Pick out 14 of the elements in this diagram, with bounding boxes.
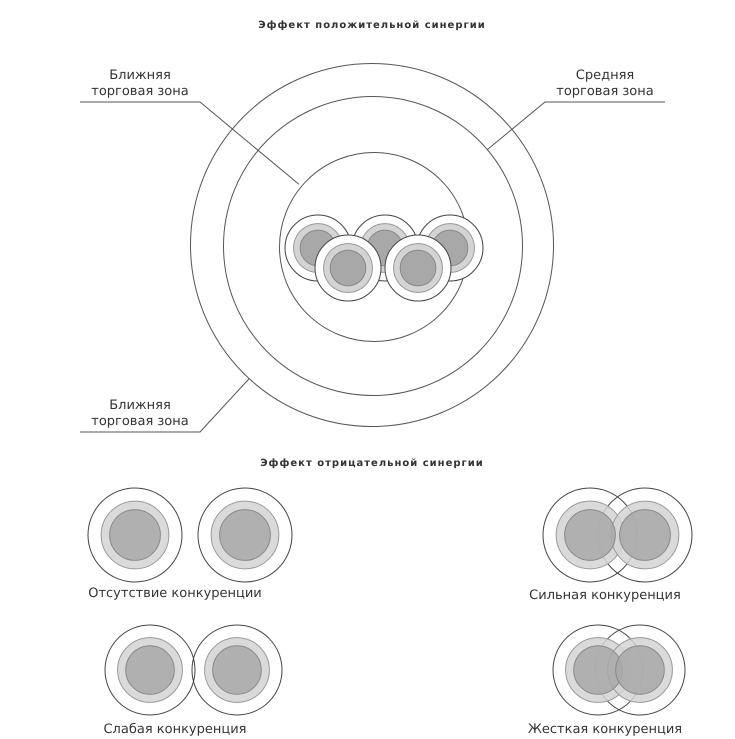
leader-line bbox=[80, 102, 300, 185]
caption: Отсутствие конкуренции bbox=[87, 586, 263, 601]
zone-label: Ближняя торговая зона bbox=[80, 398, 200, 430]
caption: Жесткая конкуренция bbox=[526, 722, 684, 737]
caption: Слабая конкуренция bbox=[102, 722, 248, 737]
leader-line bbox=[487, 102, 666, 150]
section-heading: Эффект положительной синергии bbox=[257, 20, 487, 31]
caption: Сильная конкуренция bbox=[528, 588, 682, 603]
section-heading: Эффект отрицательной синергии bbox=[259, 458, 485, 469]
zone-label: Средняя торговая зона bbox=[545, 68, 665, 100]
leader-line bbox=[80, 378, 250, 432]
zone-ring bbox=[190, 63, 554, 427]
zone-ring bbox=[223, 96, 523, 396]
zone-label: Ближняя торговая зона bbox=[80, 68, 200, 100]
